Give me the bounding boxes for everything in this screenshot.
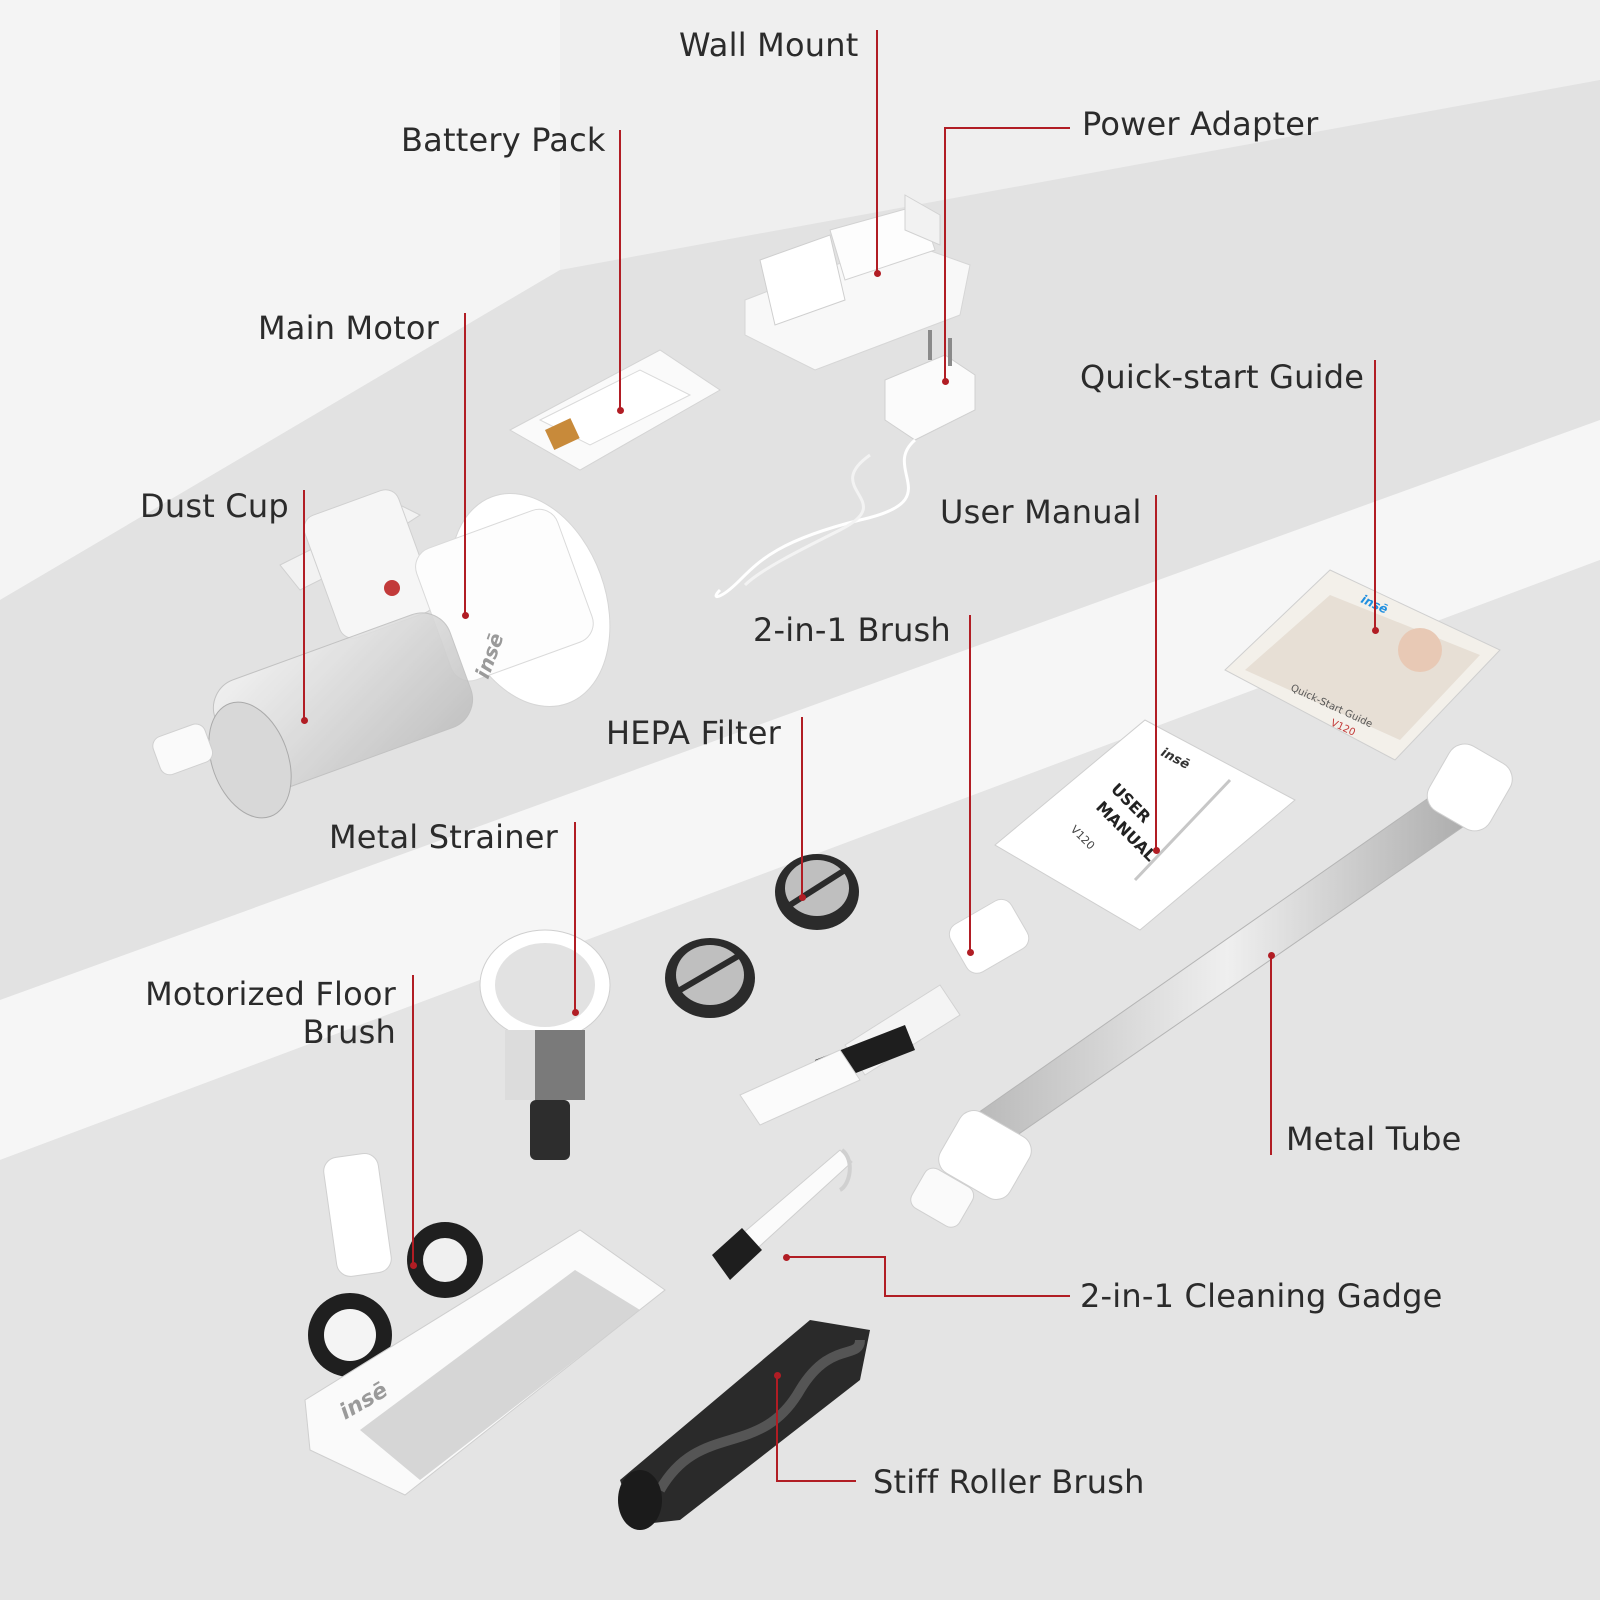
label-hepa-filter: HEPA Filter (606, 714, 782, 752)
leader-dot-motorized-floor-brush (410, 1262, 417, 1269)
label-metal-strainer: Metal Strainer (329, 818, 558, 856)
leader-cleaning-gadge-v (884, 1256, 886, 1296)
leader-stiff-roller-brush-h (776, 1480, 856, 1482)
leader-dot-metal-tube (1268, 952, 1275, 959)
leader-two-in-one-brush (969, 615, 971, 952)
leader-dot-wall-mount (874, 270, 881, 277)
label-power-adapter: Power Adapter (1082, 105, 1319, 143)
label-motorized-floor-brush-line1: Motorized Floor (145, 975, 396, 1013)
label-metal-tube: Metal Tube (1286, 1120, 1462, 1158)
label-cleaning-gadge: 2-in-1 Cleaning Gadge (1080, 1277, 1443, 1315)
leader-motorized-floor-brush (412, 975, 414, 1265)
label-wall-mount: Wall Mount (679, 26, 859, 64)
label-stiff-roller-brush: Stiff Roller Brush (873, 1463, 1145, 1501)
leader-dot-main-motor (462, 612, 469, 619)
leader-hepa-filter (801, 717, 803, 897)
cleaning-gadget-illustration (712, 1148, 853, 1280)
leader-dot-power-adapter (942, 378, 949, 385)
label-quick-start-guide: Quick-start Guide (1080, 358, 1365, 396)
leader-quick-start-guide (1374, 360, 1376, 630)
metal-tube-illustration (910, 743, 1513, 1228)
motorized-floor-brush-illustration: insē (304, 1152, 666, 1496)
leader-dot-two-in-one-brush (967, 949, 974, 956)
main-motor-illustration: insē (279, 489, 611, 708)
step-lower-face (0, 420, 1600, 1160)
leader-power-adapter-v (944, 127, 946, 381)
leader-dot-cleaning-gadge (783, 1254, 790, 1261)
leader-power-adapter-h (944, 127, 1070, 129)
leader-main-motor (464, 313, 466, 615)
stiff-roller-brush-illustration (618, 1320, 870, 1530)
leader-metal-strainer (574, 822, 576, 1012)
label-motorized-floor-brush-line2: Brush (302, 1013, 396, 1051)
leader-dot-hepa-filter (799, 894, 806, 901)
dust-cup-illustration (152, 612, 474, 819)
leader-dot-battery-pack (617, 407, 624, 414)
leader-dot-dust-cup (301, 717, 308, 724)
leader-dust-cup (303, 490, 305, 720)
label-dust-cup: Dust Cup (140, 487, 289, 525)
wall-mount-illustration (744, 194, 971, 371)
leader-wall-mount (876, 30, 878, 273)
leader-dot-stiff-roller-brush (774, 1372, 781, 1379)
leader-user-manual (1155, 495, 1157, 850)
leader-dot-metal-strainer (572, 1009, 579, 1016)
step-wall-left (0, 0, 560, 600)
leader-metal-tube (1270, 955, 1272, 1155)
label-motorized-floor-brush: Motorized Floor Brush (138, 975, 396, 1051)
leader-stiff-roller-brush-v (776, 1375, 778, 1481)
leader-cleaning-gadge-h2 (884, 1295, 1070, 1297)
label-main-motor: Main Motor (258, 309, 440, 347)
power-adapter-illustration (714, 330, 976, 599)
user-manual-illustration: insē USER MANUAL V120 (994, 719, 1296, 931)
leader-battery-pack (619, 130, 621, 410)
label-user-manual: User Manual (940, 493, 1142, 531)
quick-start-guide-illustration: insē Quick-Start Guide V120 (1224, 569, 1501, 761)
label-two-in-one-brush: 2-in-1 Brush (753, 611, 951, 649)
leader-cleaning-gadge-h1 (785, 1256, 885, 1258)
leader-dot-user-manual (1153, 847, 1160, 854)
label-battery-pack: Battery Pack (401, 121, 606, 159)
leader-dot-quick-start-guide (1372, 627, 1379, 634)
battery-pack-illustration (508, 349, 721, 471)
